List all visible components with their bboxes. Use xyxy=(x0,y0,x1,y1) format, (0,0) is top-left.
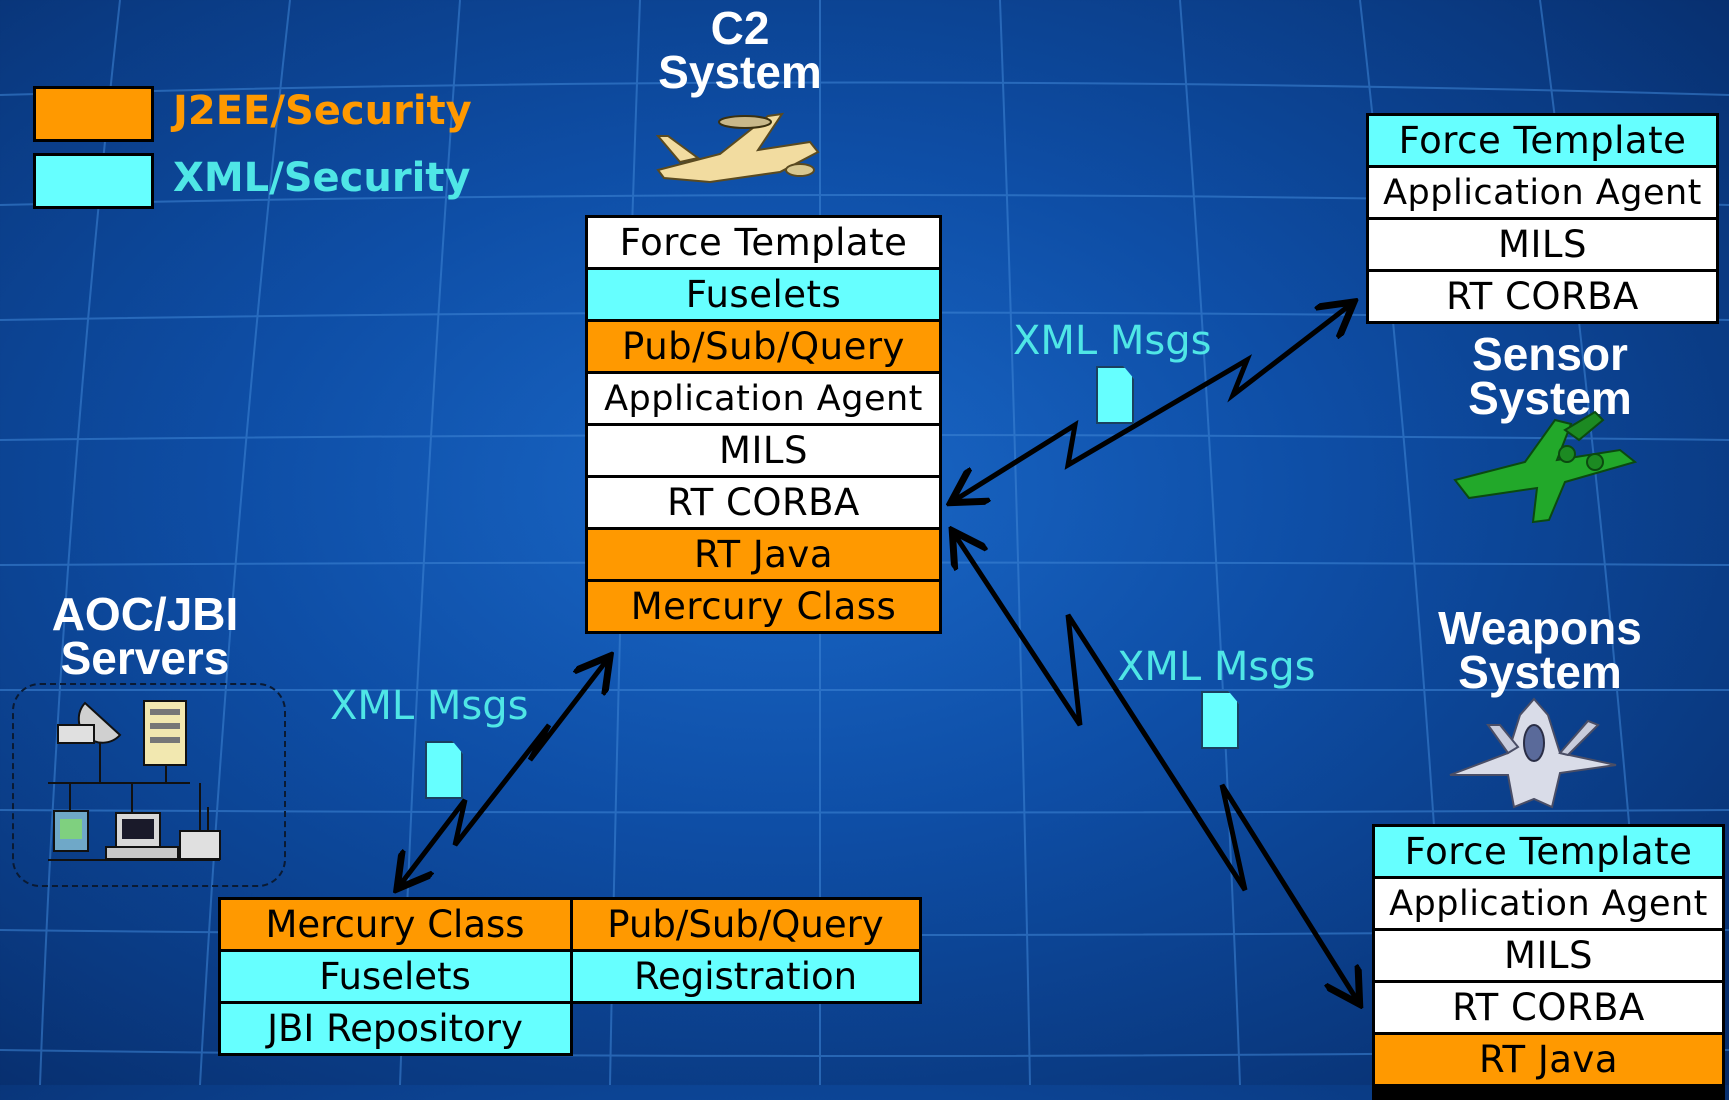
aoc-layer: Pub/Sub/Query xyxy=(569,896,922,952)
weapons-title: Weapons System xyxy=(1438,602,1642,698)
c2-layer-stack: Force Template Fuselets Pub/Sub/Query Ap… xyxy=(585,215,942,634)
c2-layer: RT Java xyxy=(588,530,939,579)
c2-layer: Force Template xyxy=(588,218,939,267)
aoc-layer: Mercury Class xyxy=(217,896,573,952)
aoc-layer-grid: Mercury Class Pub/Sub/Query Fuselets Reg… xyxy=(217,896,922,1056)
c2-layer: Application Agent xyxy=(588,374,939,423)
aoc-layer: JBI Repository xyxy=(217,1000,573,1056)
link-c2-weapons xyxy=(955,535,1357,1000)
xml-document-icon xyxy=(1201,691,1239,749)
legend-label-j2ee: J2EE/Security xyxy=(173,88,472,134)
c2-title: C2 System xyxy=(658,2,822,98)
link-c2-aoc xyxy=(400,660,607,885)
link-c2-sensor xyxy=(955,305,1350,500)
c2-layer: Mercury Class xyxy=(588,582,939,631)
aoc-title: AOC/JBI Servers xyxy=(51,588,239,684)
weapons-layer: RT CORBA xyxy=(1375,983,1722,1032)
sensor-layer-stack: Force Template Application Agent MILS RT… xyxy=(1366,113,1719,324)
aoc-layer: Registration xyxy=(569,948,922,1004)
fighter-jet-icon xyxy=(1449,697,1617,809)
server-group-boundary xyxy=(12,683,286,887)
weapons-layer: RT Java xyxy=(1375,1035,1722,1084)
weapons-layer-stack: Force Template Application Agent MILS RT… xyxy=(1372,824,1725,1100)
xml-document-icon xyxy=(1096,366,1134,424)
sensor-layer: RT CORBA xyxy=(1369,272,1716,321)
sensor-layer: MILS xyxy=(1369,220,1716,269)
xml-msgs-label-sensor: XML Msgs xyxy=(1013,318,1212,364)
legend-swatch-xml xyxy=(33,153,154,209)
c2-layer: RT CORBA xyxy=(588,478,939,527)
xml-msgs-label-aoc: XML Msgs xyxy=(330,683,529,729)
awacs-aircraft-icon xyxy=(655,112,820,184)
c2-layer: Fuselets xyxy=(588,270,939,319)
c2-layer: Pub/Sub/Query xyxy=(588,322,939,371)
sensor-layer: Force Template xyxy=(1369,116,1716,165)
sensor-title: Sensor System xyxy=(1468,328,1632,424)
legend-swatch-j2ee xyxy=(33,86,154,142)
weapons-layer: Application Agent xyxy=(1375,879,1722,928)
xml-msgs-label-weapons: XML Msgs xyxy=(1117,644,1316,690)
attack-jet-icon xyxy=(1453,410,1638,524)
network-equipment-icon xyxy=(48,700,221,861)
legend-label-xml: XML/Security xyxy=(173,155,471,201)
c2-layer: MILS xyxy=(588,426,939,475)
aoc-layer: Fuselets xyxy=(217,948,573,1004)
sensor-layer: Application Agent xyxy=(1369,168,1716,217)
xml-document-icon xyxy=(425,741,463,799)
weapons-layer: MILS xyxy=(1375,931,1722,980)
weapons-layer: Force Template xyxy=(1375,827,1722,876)
